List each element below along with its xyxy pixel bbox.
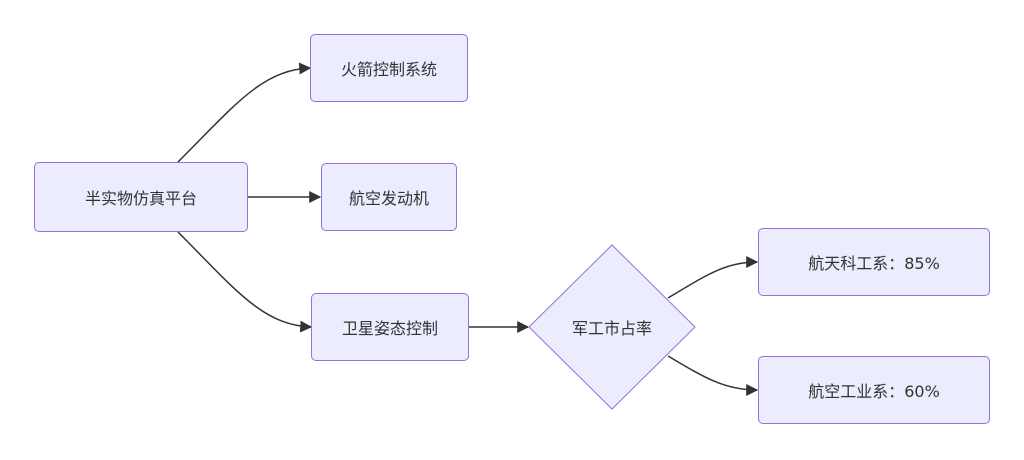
node-rocket-control-label: 火箭控制系统 <box>340 60 437 79</box>
node-aero-engine-label: 航空发动机 <box>348 189 429 208</box>
node-aviation-share-label: 航空工业系：60% <box>808 382 940 401</box>
node-aerospace-share-label: 航天科工系：85% <box>808 254 940 273</box>
node-simulation-platform-label: 半实物仿真平台 <box>84 189 197 208</box>
node-aerospace-share[interactable]: 航天科工系：85% <box>758 228 990 296</box>
node-satellite-attitude-label: 卫星姿态控制 <box>341 319 438 338</box>
edge-root-to-rocket <box>177 62 312 163</box>
edge-decision-to-aviation <box>667 355 759 396</box>
node-simulation-platform[interactable]: 半实物仿真平台 <box>34 162 248 232</box>
node-aviation-share[interactable]: 航空工业系：60% <box>758 356 990 424</box>
edge-root-to-satellite <box>177 231 313 333</box>
decision-label: 军工市占率 <box>571 319 652 338</box>
decision-diamond[interactable] <box>528 244 696 410</box>
node-aero-engine[interactable]: 航空发动机 <box>321 163 457 231</box>
node-satellite-attitude[interactable]: 卫星姿态控制 <box>311 293 469 361</box>
edge-decision-to-aerospace <box>667 256 759 299</box>
node-rocket-control[interactable]: 火箭控制系统 <box>310 34 468 102</box>
